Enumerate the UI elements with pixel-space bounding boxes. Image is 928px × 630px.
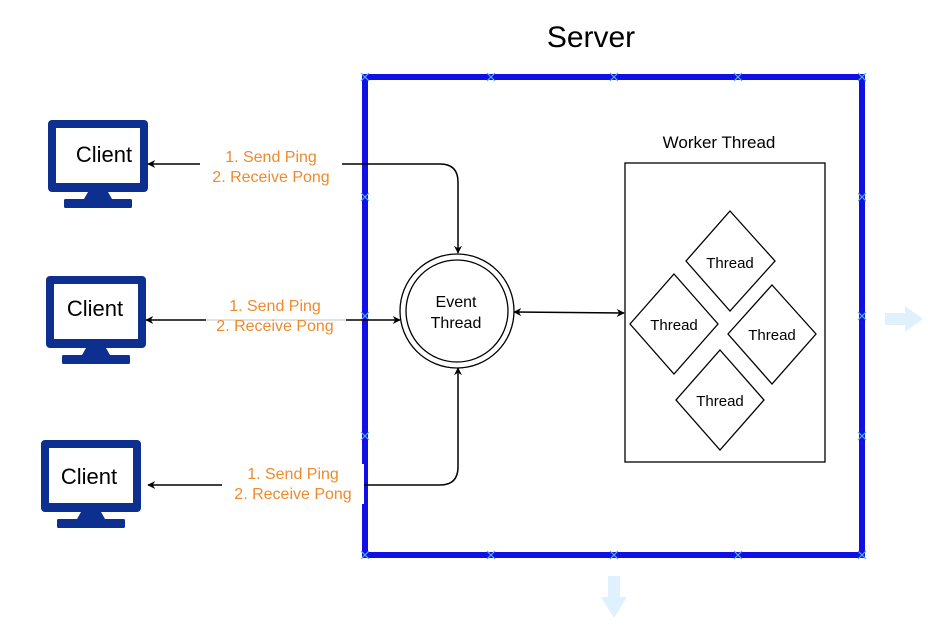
edge-label-receive: 2. Receive Pong [212, 169, 329, 186]
edge-label-receive: 2. Receive Pong [216, 318, 333, 335]
thread-node-right[interactable]: Thread [727, 284, 817, 385]
edge-label-receive: 2. Receive Pong [234, 486, 351, 503]
client-3[interactable]: Client [41, 440, 141, 528]
client-label: Client [76, 142, 132, 167]
event-thread-node[interactable]: Event Thread [399, 253, 515, 369]
connector-client-1[interactable] [147, 160, 462, 254]
connector-event-worker[interactable] [513, 308, 625, 317]
event-thread-label-line2: Thread [431, 315, 482, 332]
client-2[interactable]: Client [46, 276, 146, 364]
connect-arrow-right-icon[interactable] [885, 306, 923, 332]
thread-node-bottom[interactable]: Thread [675, 349, 765, 451]
worker-thread-title: Worker Thread [663, 133, 776, 152]
client-label: Client [67, 296, 123, 321]
thread-node-left[interactable]: Thread [629, 273, 719, 375]
thread-label: Thread [706, 255, 754, 272]
event-thread-label-line1: Event [436, 294, 477, 311]
thread-label: Thread [650, 317, 698, 334]
connector-client-3[interactable] [147, 367, 462, 489]
thread-label: Thread [748, 327, 796, 344]
thread-node-top[interactable]: Thread [685, 210, 776, 312]
client-1[interactable]: Client [48, 120, 148, 208]
client-label: Client [61, 464, 117, 489]
connect-arrow-down-icon[interactable] [601, 576, 627, 618]
server-title: Server [547, 21, 635, 54]
edge-label-send: 1. Send Ping [247, 466, 339, 483]
edge-label-send: 1. Send Ping [225, 149, 317, 166]
thread-label: Thread [696, 393, 744, 410]
edge-label-send: 1. Send Ping [229, 298, 321, 315]
